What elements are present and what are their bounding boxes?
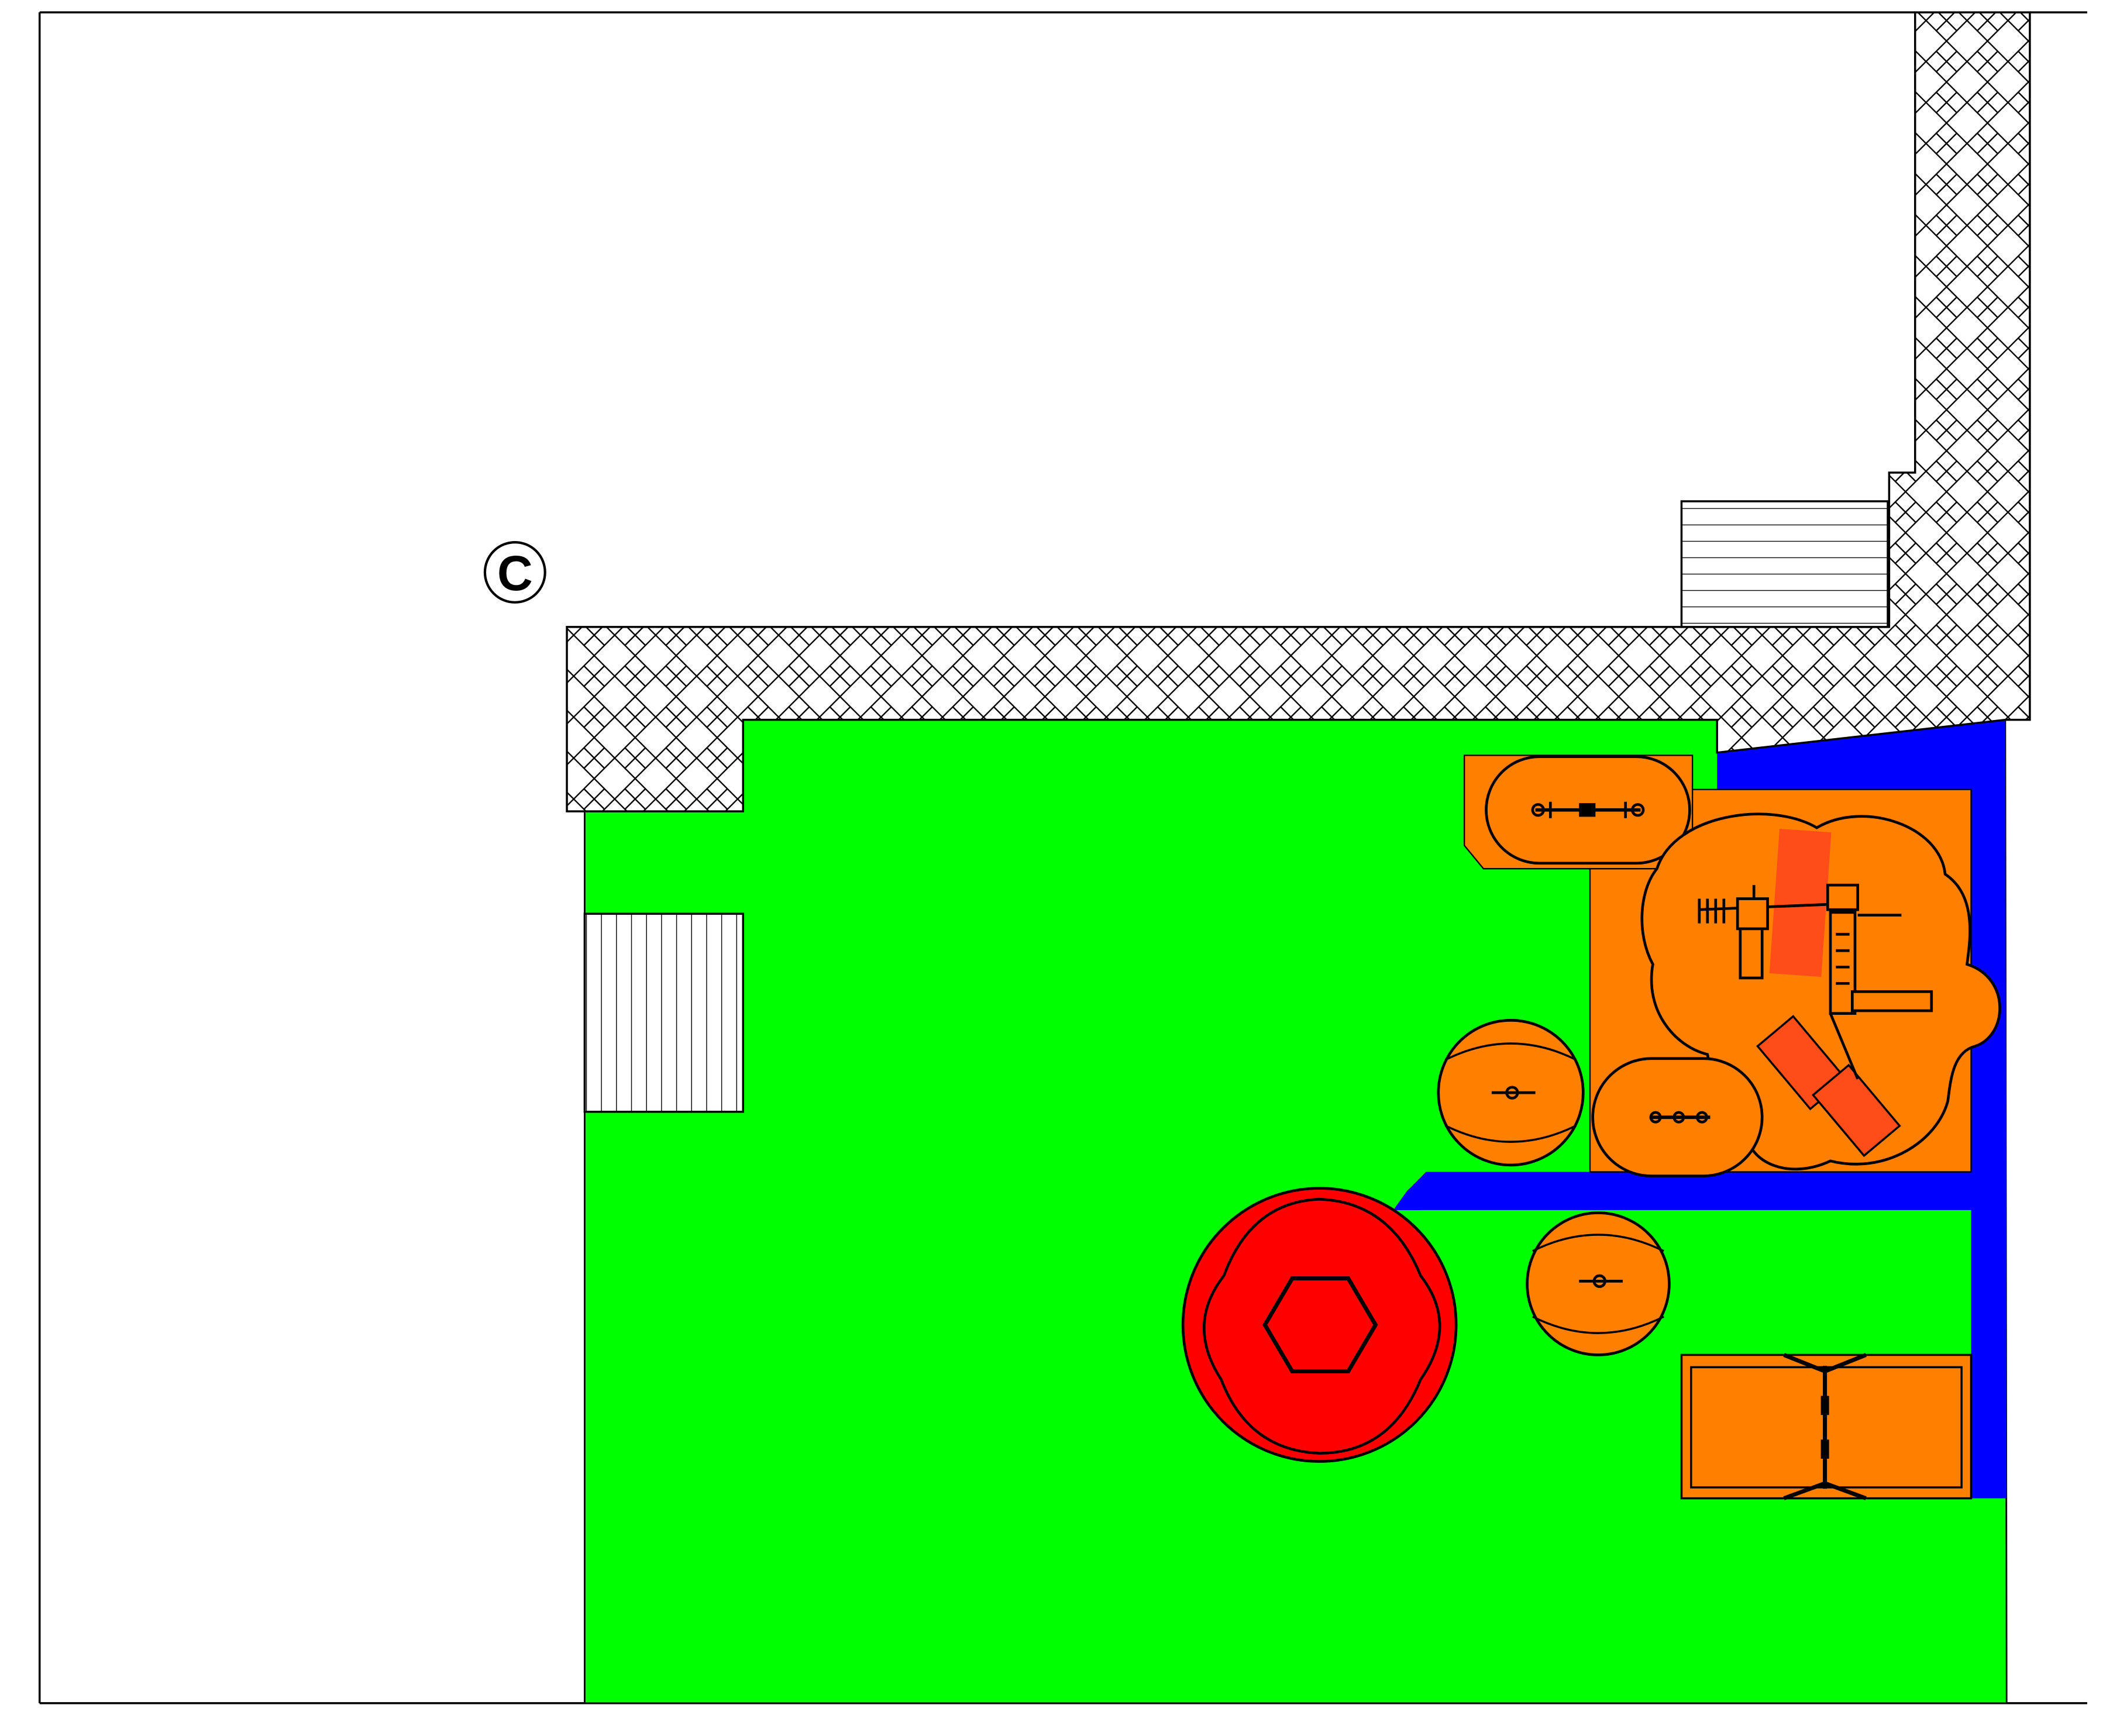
blue-path [1393,718,2007,1499]
slide-red-lower-2 [1811,1063,1901,1158]
carousel [1181,1187,1458,1463]
spring-rocker-2 [1591,1057,1764,1177]
slide-red-upper [1769,828,1832,977]
steps-lower [583,912,745,1113]
paving-herringbone [566,11,2031,812]
seesaw [1485,755,1691,865]
spring-rocker-3 [1526,1211,1671,1356]
section-marker: C [483,540,546,604]
spring-rocker-1 [1437,1019,1585,1167]
swing-set [1680,1353,1973,1500]
steps-upper [1680,500,1889,628]
section-marker-label: C [497,546,533,601]
